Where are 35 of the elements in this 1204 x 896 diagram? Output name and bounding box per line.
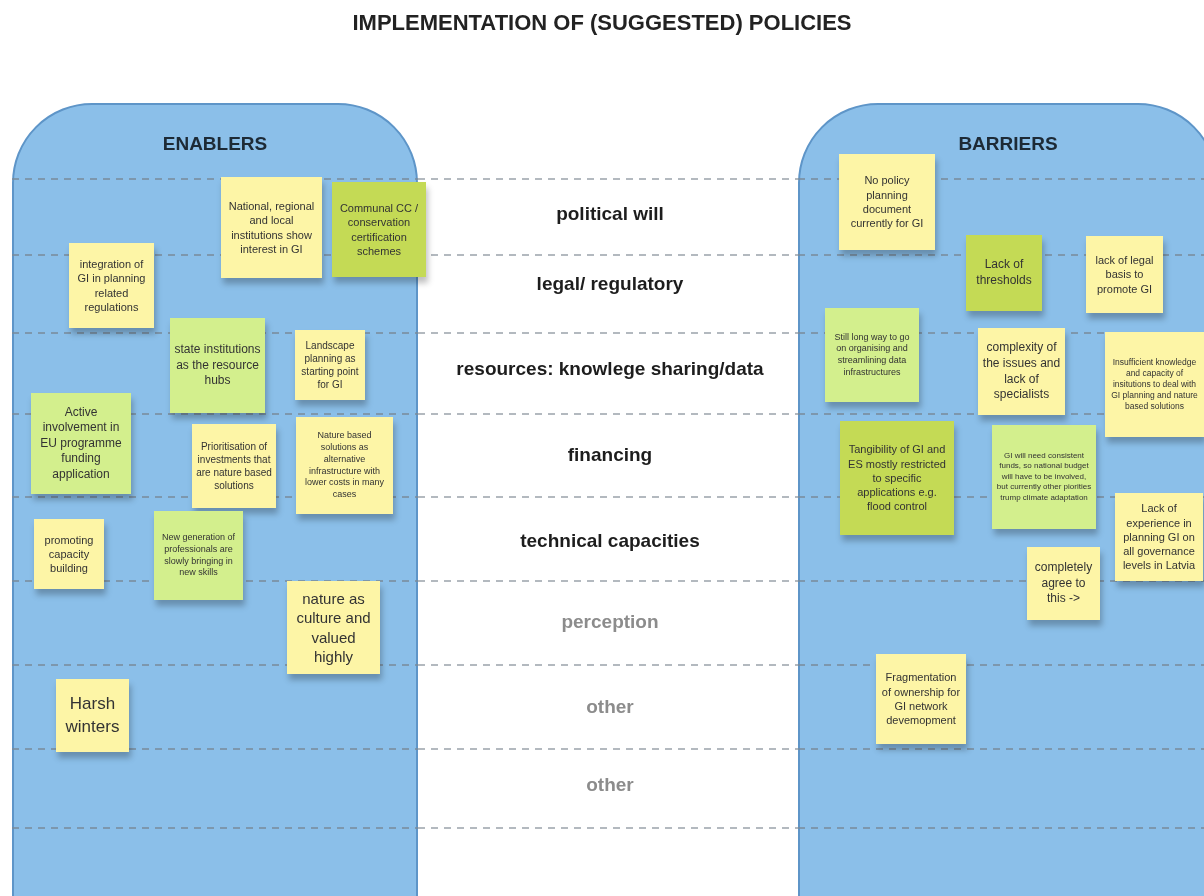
panel [798, 103, 1204, 896]
sticky-note: Prioritisation of investments that are nature based solutions [192, 424, 276, 508]
sticky-note: promoting capacity building [34, 519, 104, 589]
sticky-note: nature as culture and valued highly [287, 581, 380, 674]
sticky-note: integration of GI in planning related regulations [69, 243, 154, 328]
panel-heading: ENABLERS [161, 133, 269, 155]
sticky-note: Communal CC / conservation certification schemes [332, 182, 426, 277]
sticky-note: lack of legal basis to promote GI [1086, 236, 1163, 313]
row-label: financing [566, 444, 654, 466]
sticky-note: Lack of experience in planning GI on all governance levels in Latvia [1115, 493, 1203, 581]
row-label: perception [560, 611, 660, 633]
sticky-note: complexity of the issues and lack of specialists [978, 328, 1065, 415]
row-label: technical capacities [519, 530, 701, 552]
sticky-note: Active involvement in EU programme funding application [31, 393, 131, 494]
sticky-note: Landscape planning as starting point for GI [295, 330, 365, 400]
row-label: political will [555, 203, 665, 225]
sticky-note: New generation of professionals are slowly bringing in new skills [154, 511, 243, 600]
row-label: resources: knowlege sharing/data [455, 358, 765, 380]
sticky-note: Harsh winters [56, 679, 129, 752]
row-label: other [585, 774, 635, 796]
row-label: other [585, 696, 635, 718]
sticky-note: Tangibility of GI and ES mostly restricted to specific applications e.g. flood control [840, 421, 954, 535]
title: IMPLEMENTATION OF (SUGGESTED) POLICIES [351, 10, 853, 36]
sticky-note: Insufficient knowledge and capacity of insitutions to deal with GI planning and nature based solutions [1105, 332, 1204, 437]
sticky-note: Still long way to go on organising and streamlining data infrastructures [825, 308, 919, 402]
sticky-note: National, regional and local institutions show interest in GI [221, 177, 322, 278]
sticky-note: No policy planning document currently for GI [839, 154, 935, 250]
sticky-note: state institutions as the resource hubs [170, 318, 265, 413]
sticky-note: completely agree to this -> [1027, 547, 1100, 620]
sticky-note: Lack of thresholds [966, 235, 1042, 311]
sticky-note: Fragmentation of ownership for GI network devemopment [876, 654, 966, 744]
row-label: legal/ regulatory [535, 273, 685, 295]
sticky-note: GI will need consistent funds, so national budget will have to be involved, but currently other piorities trump climate adaptation [992, 425, 1096, 529]
sticky-note: Nature based solutions as alternative infrastructure with lower costs in many cases [296, 417, 393, 514]
panel-heading: BARRIERS [957, 133, 1059, 155]
